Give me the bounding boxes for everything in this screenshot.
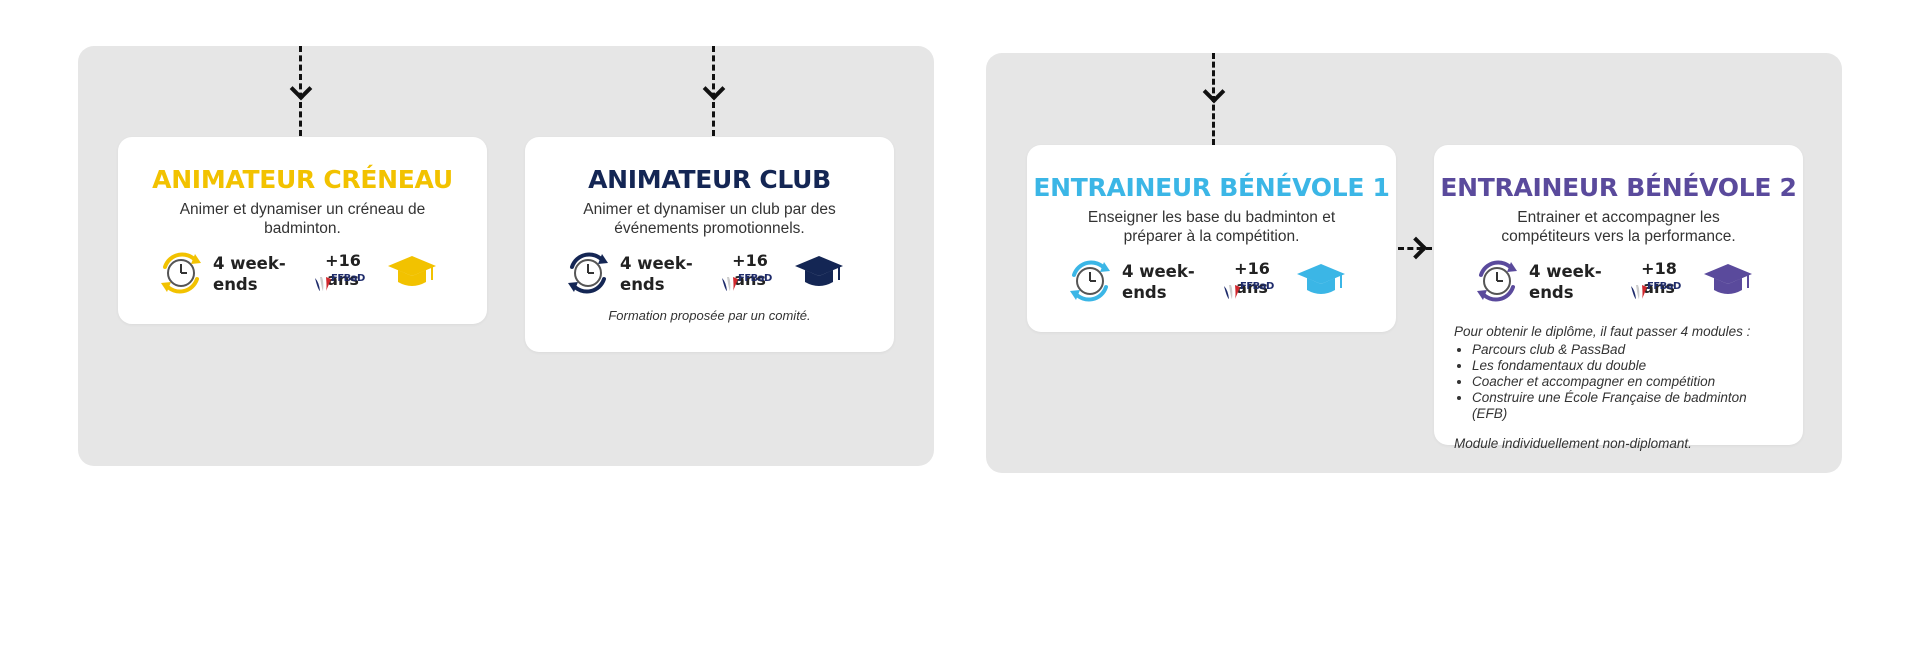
list-item: Parcours club & PassBad (1472, 342, 1785, 358)
graduation-cap-icon (388, 256, 436, 286)
ffbad-logo: FFBaD (1630, 281, 1688, 304)
duration-label: 4 week-ends (620, 254, 693, 294)
ffbad-logo-icon (315, 277, 331, 291)
graduation-cap-icon (1704, 264, 1752, 294)
ffbad-logo-icon (1631, 285, 1647, 299)
info-row: 4 week-ends +18 ans FFBaD (1434, 256, 1803, 316)
ffbad-logo: FFBaD (314, 273, 372, 296)
prerequisite-block: Pour obtenir le diplôme, il faut passer … (1454, 324, 1785, 452)
card-description: Animer et dynamiser un créneau de badmin… (179, 201, 426, 237)
footnote: Module individuellement non-diplomant. (1454, 436, 1692, 451)
clock-icon (1477, 260, 1517, 302)
age-label: +16 ans (732, 251, 768, 289)
logo-wordmark: FFBaD (331, 273, 365, 284)
list-item: Coacher et accompagner en compétition (1472, 374, 1785, 390)
clock-icon (161, 252, 201, 294)
card-note: Formation proposée par un comité. (608, 308, 811, 323)
age-label: +16 ans (325, 251, 361, 289)
graduation-cap-icon (795, 256, 843, 286)
list-item: Les fondamentaux du double (1472, 358, 1785, 374)
logo-wordmark: FFBaD (1647, 281, 1681, 292)
age-label: +16 ans (1234, 259, 1270, 297)
info-row: 4 week-ends +16 ans FFBaD (525, 248, 894, 308)
ffbad-logo: FFBaD (721, 273, 779, 296)
card-entraineur-benevole-2: ENTRAINEUR BÉNÉVOLE 2 Entrainer et accom… (1434, 145, 1803, 451)
card-description: Animer et dynamiser un club par des évén… (583, 201, 836, 237)
ffbad-logo: FFBaD (1223, 281, 1281, 304)
clock-icon (1070, 260, 1110, 302)
age-label: +18 ans (1641, 259, 1677, 297)
ffbad-logo-icon (722, 277, 738, 291)
connector-line (299, 46, 302, 136)
ffbad-logo-icon (1224, 285, 1240, 299)
card-title: ANIMATEUR CLUB (588, 165, 831, 194)
info-row: 4 week-ends +16 ans FFBaD (118, 248, 487, 308)
logo-wordmark: FFBaD (1240, 281, 1274, 292)
connector-line (1398, 247, 1432, 250)
duration-label: 4 week-ends (213, 254, 286, 294)
card-title: ENTRAINEUR BÉNÉVOLE 1 (1033, 173, 1390, 202)
list-item: Construire une École Française de badmin… (1472, 390, 1785, 422)
prerequisite-intro: Pour obtenir le diplôme, il faut passer … (1454, 324, 1751, 339)
connector-line (712, 46, 715, 136)
card-animateur-creneau: ANIMATEUR CRÉNEAU Animer et dynamiser un… (118, 137, 487, 324)
card-title: ENTRAINEUR BÉNÉVOLE 2 (1440, 173, 1797, 202)
logo-wordmark: FFBaD (738, 273, 772, 284)
graduation-cap-icon (1297, 264, 1345, 294)
clock-icon (568, 252, 608, 294)
card-description: Entrainer et accompagner les compétiteur… (1501, 209, 1736, 245)
duration-label: 4 week-ends (1529, 262, 1602, 302)
card-entraineur-benevole-1: ENTRAINEUR BÉNÉVOLE 1 Enseigner les base… (1027, 145, 1396, 332)
card-title: ANIMATEUR CRÉNEAU (152, 165, 453, 194)
module-list: Parcours club & PassBad Les fondamentaux… (1454, 342, 1785, 422)
duration-label: 4 week-ends (1122, 262, 1195, 302)
info-row: 4 week-ends +16 ans FFBaD (1027, 256, 1396, 316)
connector-line (1212, 53, 1215, 145)
card-animateur-club: ANIMATEUR CLUB Animer et dynamiser un cl… (525, 137, 894, 352)
card-description: Enseigner les base du badminton et prépa… (1087, 209, 1336, 245)
